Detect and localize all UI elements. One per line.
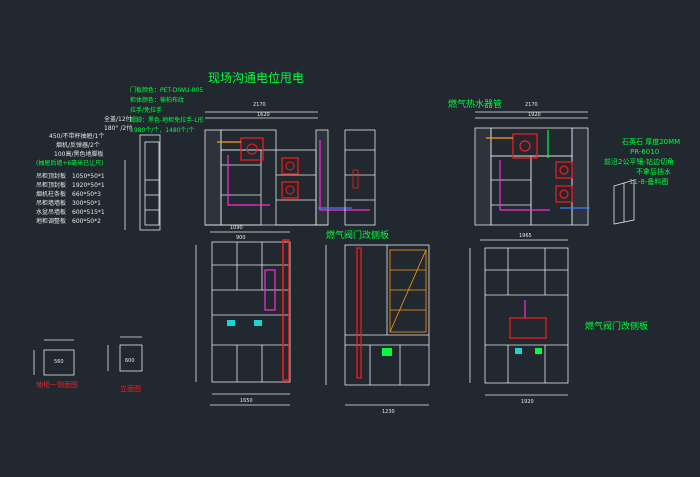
sink-section-label: 地柜一侧面图 [36,380,78,389]
stone-spec-line: 不拿后挡水 [636,167,671,176]
elev2-valve [382,348,392,356]
gas-valve-note-1: 燃气阀门改侧板 [326,229,389,241]
svg-text:烟机柱条板: 烟机柱条板 [36,190,66,198]
elev2-dim-bot: 1230 [382,409,395,415]
stone-spec-line: 石英石 厚度20MM [622,137,680,146]
material-line: 烟机/反弹器/2个 [56,141,100,149]
svg-text:吊柜顶封板: 吊柜顶封板 [36,172,66,180]
gas-valve-note-2: 燃气阀门改侧板 [585,320,648,332]
svg-text:660*50*3: 660*50*3 [72,191,101,198]
elev1-dim-top: 1090 [230,225,243,231]
sink-section-box [33,339,75,376]
plan2-stove [512,133,573,203]
door-spec-line: 柜体颜色：榆柏布纹 [130,96,184,104]
elev3-dim-top: 1965 [519,233,532,239]
material-line: 全盖/12付 [104,115,132,123]
svg-text:地柜调整板: 地柜调整板 [36,217,66,225]
stone-spec-block: 石英石 厚度20MM PR-6010 前沿2公平镶-钻边切角 不拿后挡水 11-… [604,137,680,186]
elev1-fixtures [227,239,290,381]
svg-text:600*50*2: 600*50*2 [72,218,101,225]
elevation-3 [469,239,569,396]
elev1-dim-bot: 1650 [240,398,253,404]
elevation-label: 立面图 [120,384,141,393]
plan2-pipes [486,130,590,211]
door-spec-block: 门板颜色：PET-DIWU-005 柜体颜色：榆柏布纹 拉手/免拉手 踢脚：黑色… [130,86,204,134]
elev2-door-glass [389,249,427,333]
svg-text:600*515*1: 600*515*1 [72,209,105,216]
material-list: 全盖/12付 180° /2付 450/不带杯抽屉/1个 烟机/反弹器/2个 1… [36,115,132,167]
door-spec-line: 踢脚：黑色-地柜免拉手-L形 [130,116,204,124]
plan1-right-column [344,129,376,226]
door-spec-line: 门板颜色：PET-DIWU-005 [130,86,203,94]
elevation-1 [195,231,291,406]
door-spec-line: 1980个/个，1480个/个 [130,127,195,134]
svg-text:吊柜顶封板: 吊柜顶封板 [36,181,66,189]
elevation-2 [325,244,430,406]
small-box1-dim: 560 [54,359,64,365]
plan1-dim-top: 2170 [253,102,266,108]
side-cabinet-elevation [124,134,161,231]
corner-cabinet-symbol [613,179,635,225]
plan1-stove [240,137,299,199]
plan2-dim-top: 2170 [525,102,538,108]
elevation-box [107,336,143,372]
stone-spec-line: 11-8-备料图 [629,177,668,186]
stone-spec-line: 前沿2公平镶-钻边切角 [604,157,674,166]
stone-spec-line: PR-6010 [630,148,659,156]
material-line: 180° /2付 [104,124,132,132]
svg-text:吊柜墙墙板: 吊柜墙墙板 [36,199,66,207]
site-wiring-note: 现场沟通电位甩电 [208,70,304,85]
svg-text:1050*50*1: 1050*50*1 [72,173,105,180]
material-line: 100高/黑色地脚板 [54,150,103,158]
elev3-dim-bot: 1920 [521,399,534,405]
elev2-red-pipe [356,247,362,379]
material-line: (抽屉后墙+6毫米已让尺) [36,159,104,167]
kitchen-plan-1 [204,111,329,226]
plan1-dim-sub: 1620 [257,112,270,118]
svg-text:水盆吊墙板: 水盆吊墙板 [36,208,66,216]
elev1-dim-sub: 900 [236,235,246,241]
elev3-fixtures [509,300,547,354]
panel-list: 吊柜顶封板 1050*50*1 吊柜顶封板 1920*50*1 烟机柱条板 660*5… [36,172,105,225]
gas-heater-pipe-note: 燃气热水器管 [448,98,502,110]
door-spec-line: 拉手/免拉手 [130,106,162,114]
plan2-dim-sub: 1920 [528,112,541,118]
small-box2-dim: 600 [125,358,135,364]
plan1-pipes [217,140,370,211]
material-line: 450/不带杯抽屉/1个 [49,132,104,140]
svg-text:300*50*1: 300*50*1 [72,200,101,207]
svg-text:1920*50*1: 1920*50*1 [72,182,105,189]
